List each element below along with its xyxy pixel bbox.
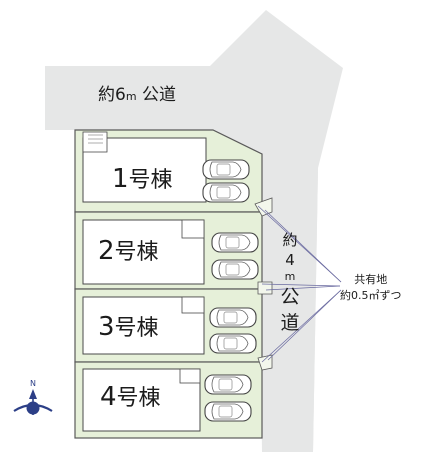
lot-label-1: 1号棟	[112, 164, 173, 194]
car-icon	[209, 307, 257, 328]
lot-label-2: 2号棟	[98, 236, 159, 266]
building-2	[82, 219, 205, 285]
car-icon	[211, 259, 259, 280]
svg-text:N: N	[30, 379, 36, 388]
building-1-porch	[82, 131, 108, 153]
car-icon	[211, 232, 259, 253]
north-compass-icon: N	[13, 379, 53, 415]
shared-land-strip	[254, 197, 273, 217]
car-icon	[202, 182, 250, 203]
side-road-label: 約 4 m 公 道	[280, 231, 300, 334]
lot-label-3: 3号棟	[98, 312, 159, 342]
side-road-area	[258, 168, 318, 452]
car-icon	[204, 401, 252, 422]
lot-label-4: 4号棟	[100, 382, 161, 412]
shared-land-leader-lines	[257, 205, 342, 363]
shared-land-note: 共有地 約0.5㎡ずつ	[340, 273, 402, 302]
car-icon	[209, 333, 257, 354]
car-icon	[204, 374, 252, 395]
top-road-label: 約6m 公道	[98, 85, 176, 105]
shared-land-strip	[257, 354, 273, 371]
car-icon	[202, 159, 250, 180]
shared-land-strip	[257, 281, 273, 295]
